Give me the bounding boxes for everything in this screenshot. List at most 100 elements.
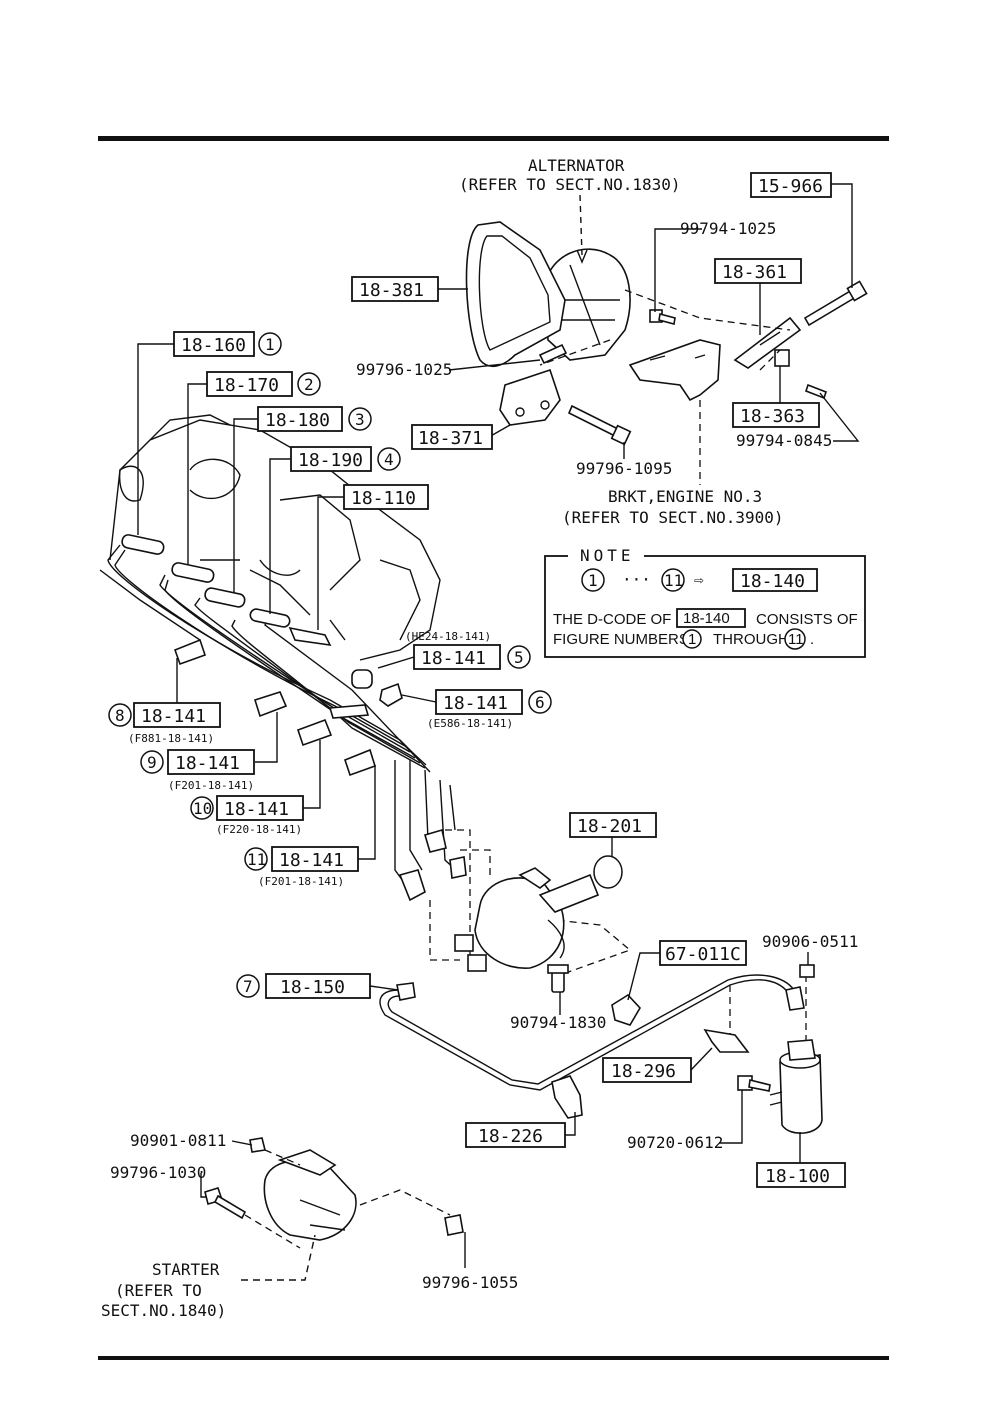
- part-box-18-180[interactable]: 18-180 3: [257, 406, 372, 432]
- figure-number: 10: [193, 799, 212, 818]
- figure-number: 8: [115, 706, 125, 725]
- note-line1-code: 18-140: [683, 610, 730, 627]
- figure-number: 5: [514, 648, 524, 667]
- part-label: 18-110: [351, 488, 416, 509]
- part-box-18-381[interactable]: 18-381: [351, 276, 439, 302]
- part-box-18-150[interactable]: 7 18-150: [236, 973, 371, 999]
- part-box-18-141-9[interactable]: 9 18-141 (F201-18-141): [140, 749, 255, 792]
- bolt-label-90906-0511[interactable]: 90906-0511: [762, 932, 858, 951]
- part-label: 18-170: [214, 375, 279, 396]
- distributor-boots-drawing: [398, 828, 467, 902]
- note-from-number: 1: [588, 571, 598, 590]
- part-box-18-296[interactable]: 18-296: [602, 1057, 692, 1083]
- spacer-18-363-drawing: [774, 349, 827, 400]
- part-box-18-363[interactable]: 18-363: [732, 402, 820, 428]
- part-label: 18-201: [577, 816, 642, 837]
- part-box-18-160[interactable]: 18-160 1: [173, 331, 282, 357]
- part-label: 18-296: [611, 1061, 676, 1082]
- note-title: NOTE: [580, 546, 635, 565]
- wire-clips-drawing: [173, 638, 403, 777]
- bolt-label-90794-1830[interactable]: 90794-1830: [510, 1013, 606, 1032]
- part-box-18-170[interactable]: 18-170 2: [206, 371, 321, 397]
- bolt-label-99796-1055[interactable]: 99796-1055: [422, 1273, 518, 1292]
- figure-number: 2: [304, 375, 314, 394]
- adjust-strap-drawing: [733, 316, 802, 369]
- bolt-label-99796-1030[interactable]: 99796-1030: [110, 1163, 206, 1182]
- bolt-label-99794-0845[interactable]: 99794-0845: [736, 431, 832, 450]
- note-box: NOTE 1 ··· 11 ⇨ 18-140 THE D-CODE OF 18-…: [544, 545, 866, 658]
- note-dots: ···: [622, 570, 651, 589]
- plug-boots-drawing: [121, 534, 332, 647]
- part-label: 67-011C: [665, 944, 741, 965]
- bolt-99796-1095-drawing: [567, 404, 632, 446]
- bolt-99796-1025-drawing: [538, 343, 568, 365]
- part-box-18-141-11[interactable]: 11 18-141 (F201-18-141): [244, 846, 359, 888]
- bottom-rule: [98, 1356, 889, 1360]
- brkt-ref-label: (REFER TO SECT.NO.3900): [562, 508, 784, 527]
- bracket-18-296-drawing: [703, 1028, 750, 1053]
- note-line2-from: 1: [688, 631, 696, 648]
- part-box-18-371[interactable]: 18-371: [411, 424, 493, 450]
- part-box-18-226[interactable]: 18-226: [465, 1122, 566, 1148]
- part-box-18-361[interactable]: 18-361: [714, 258, 802, 284]
- part-box-18-141-8[interactable]: 8 18-141 (F881-18-141): [108, 702, 221, 745]
- figure-number: 3: [355, 410, 365, 429]
- part-box-18-190[interactable]: 18-190 4: [290, 446, 401, 472]
- starter-ref-label-2: SECT.NO.1840): [101, 1301, 226, 1320]
- figure-number: 9: [147, 753, 157, 772]
- sub-code: (F201-18-141): [168, 779, 254, 792]
- bolt-label-99796-1025[interactable]: 99796-1025: [356, 360, 452, 379]
- part-box-15-966[interactable]: 15-966: [750, 172, 832, 198]
- part-label: 18-180: [265, 410, 330, 431]
- part-box-18-100[interactable]: 18-100: [756, 1162, 846, 1188]
- part-label: 15-966: [758, 176, 823, 197]
- alternator-bracket-drawing: [499, 368, 561, 426]
- figure-number: 7: [243, 977, 253, 996]
- leader-lines: [137, 183, 860, 1281]
- top-rule: [98, 136, 889, 141]
- part-label: 18-361: [722, 262, 787, 283]
- note-to-number: 11: [664, 571, 683, 590]
- part-label: 18-381: [359, 280, 424, 301]
- bolt-label-90901-0811[interactable]: 90901-0811: [130, 1131, 226, 1150]
- coil-wire-drawing: [379, 974, 805, 1091]
- note-code: 18-140: [740, 571, 805, 592]
- bolt-label-99796-1095[interactable]: 99796-1095: [576, 459, 672, 478]
- bolt-15-966-drawing: [803, 280, 868, 327]
- bolt-label-90720-0612[interactable]: 90720-0612: [627, 1133, 723, 1152]
- part-label: 18-150: [280, 977, 345, 998]
- part-label: 18-141: [421, 648, 486, 669]
- part-label: 18-141: [279, 850, 344, 871]
- note-line1-b: CONSISTS OF: [756, 611, 858, 628]
- bolt-90794-1830-drawing: [547, 964, 569, 993]
- part-box-18-201[interactable]: 18-201: [569, 812, 657, 838]
- sub-code: (F201-18-141): [258, 875, 344, 888]
- figure-number: 6: [535, 693, 545, 712]
- alternator-assembly-dashes: [539, 289, 791, 485]
- part-box-18-141-6[interactable]: 18-141 6 (E586-18-141): [427, 689, 552, 730]
- part-label: 18-100: [765, 1166, 830, 1187]
- part-label: 18-141: [224, 799, 289, 820]
- sub-code: (F220-18-141): [216, 823, 302, 836]
- v-belt-drawing: [465, 221, 566, 368]
- starter-label: STARTER: [152, 1260, 220, 1279]
- part-box-18-141-5[interactable]: (HE24-18-141) 18-141 5: [405, 630, 531, 670]
- sub-code: (F881-18-141): [128, 732, 214, 745]
- note-line2-mid: THROUGH: [713, 631, 789, 648]
- bolt-label-99794-1025[interactable]: 99794-1025: [680, 219, 776, 238]
- note-line2-end: .: [810, 631, 814, 648]
- part-box-18-141-10[interactable]: 10 18-141 (F220-18-141): [190, 795, 304, 836]
- starter-drawing: [204, 1137, 464, 1249]
- clip-18-226-drawing: [551, 1075, 583, 1119]
- note-line2-a: FIGURE NUMBERS: [553, 631, 689, 648]
- distributor-drawing: [454, 855, 623, 972]
- part-box-18-110[interactable]: 18-110: [343, 484, 429, 510]
- distributor-assembly-dashes: [429, 829, 632, 976]
- part-label: 18-226: [478, 1126, 543, 1147]
- sub-code: (E586-18-141): [427, 717, 513, 730]
- part-box-67-011c[interactable]: 67-011C: [659, 940, 747, 966]
- ignition-coil-drawing: [729, 975, 823, 1134]
- clamp-67-011c-drawing: [611, 993, 641, 1026]
- alternator-ref-label: (REFER TO SECT.NO.1830): [459, 175, 681, 194]
